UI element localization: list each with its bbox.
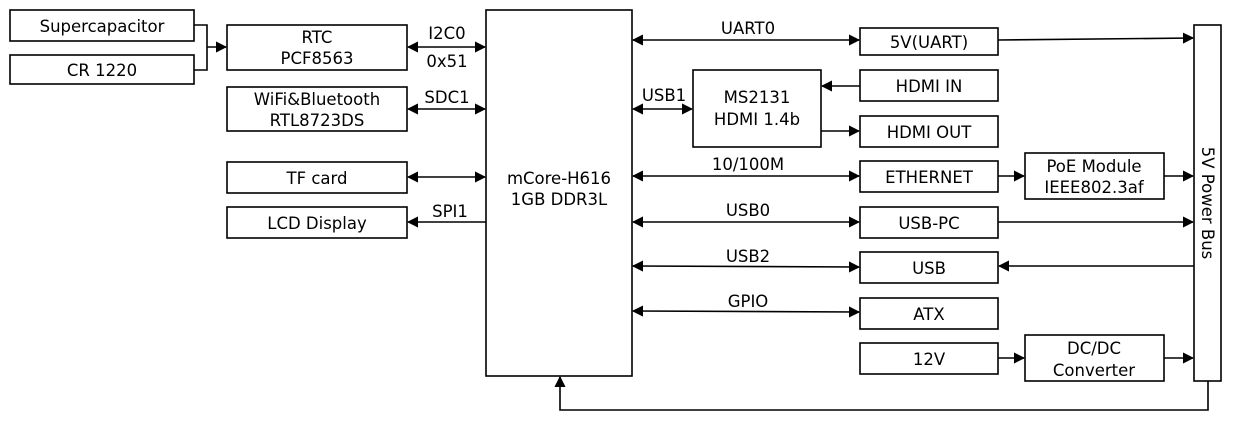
svg-text:mCore-H616: mCore-H616 (507, 169, 611, 188)
power-bus-block: 5V Power Bus (1193, 24, 1222, 382)
wifi-bluetooth-block: WiFi&Bluetooth RTL8723DS (226, 86, 408, 132)
svg-text:WiFi&Bluetooth: WiFi&Bluetooth (254, 90, 380, 109)
label-i2c-address: 0x51 (426, 52, 467, 71)
hdmi-out-block: HDMI OUT (859, 115, 999, 148)
link-labels: I2C0 0x51 SDC1 SPI1 UART0 USB1 10/100M U… (424, 19, 784, 311)
svg-text:1GB DDR3L: 1GB DDR3L (511, 190, 608, 209)
usb2-arrow (631, 260, 861, 273)
svg-text:USB: USB (912, 259, 946, 278)
svg-text:TF card: TF card (286, 169, 348, 188)
svg-text:HDMI 1.4b: HDMI 1.4b (714, 110, 800, 129)
svg-text:5V Power Bus: 5V Power Bus (1198, 147, 1217, 260)
atx-block: ATX (859, 297, 999, 330)
label-sdc1: SDC1 (424, 88, 469, 107)
svg-text:PoE Module: PoE Module (1046, 157, 1141, 176)
label-gpio: GPIO (728, 292, 769, 311)
svg-text:Supercapacitor: Supercapacitor (40, 17, 165, 36)
label-usb2: USB2 (726, 247, 770, 266)
12v-block: 12V (859, 342, 999, 375)
label-usb0: USB0 (726, 201, 770, 220)
gpio-arrow (631, 305, 861, 318)
svg-text:LCD Display: LCD Display (267, 214, 367, 233)
svg-text:DC/DC: DC/DC (1067, 339, 1121, 358)
cr1220-block: CR 1220 (9, 54, 195, 85)
rtc-block: RTC PCF8563 (226, 24, 408, 71)
ethernet-block: ETHERNET (859, 160, 999, 193)
svg-text:HDMI OUT: HDMI OUT (887, 123, 973, 142)
connectors (194, 24, 1209, 411)
uart-5v-block: 5V(UART) (859, 27, 999, 56)
ms2131-block: MS2131 HDMI 1.4b (692, 69, 822, 148)
label-uart0: UART0 (721, 19, 775, 38)
battery-merge-line (194, 24, 208, 71)
svg-text:PCF8563: PCF8563 (281, 49, 354, 68)
svg-text:12V: 12V (913, 350, 946, 369)
usb-pc-block: USB-PC (859, 206, 999, 239)
label-spi1: SPI1 (432, 202, 468, 221)
svg-text:MS2131: MS2131 (724, 88, 791, 107)
label-ethernet-speed: 10/100M (712, 155, 784, 174)
dcdc-converter-block: DC/DC Converter (1024, 334, 1165, 382)
mcore-h616-block: mCore-H616 1GB DDR3L (485, 9, 633, 377)
svg-text:HDMI IN: HDMI IN (896, 77, 963, 96)
poe-module-block: PoE Module IEEE802.3af (1024, 152, 1165, 200)
svg-text:CR 1220: CR 1220 (67, 61, 137, 80)
svg-text:RTL8723DS: RTL8723DS (270, 111, 365, 130)
usb-block: USB (859, 251, 999, 284)
svg-text:USB-PC: USB-PC (898, 214, 959, 233)
lcd-display-block: LCD Display (226, 206, 408, 239)
label-usb1: USB1 (642, 86, 686, 105)
svg-text:5V(UART): 5V(UART) (890, 33, 968, 52)
tf-card-block: TF card (226, 161, 408, 194)
svg-text:IEEE802.3af: IEEE802.3af (1044, 178, 1144, 197)
svg-text:Converter: Converter (1053, 361, 1135, 380)
supercapacitor-block: Supercapacitor (9, 9, 195, 42)
label-i2c0: I2C0 (428, 24, 465, 43)
svg-text:ATX: ATX (913, 305, 944, 324)
bus-to-core-return-arrow (554, 375, 1209, 411)
svg-text:RTC: RTC (302, 28, 333, 47)
svg-text:ETHERNET: ETHERNET (885, 168, 974, 187)
uart5v-to-bus-arrow (997, 32, 1195, 44)
hdmi-in-block: HDMI IN (859, 69, 999, 102)
